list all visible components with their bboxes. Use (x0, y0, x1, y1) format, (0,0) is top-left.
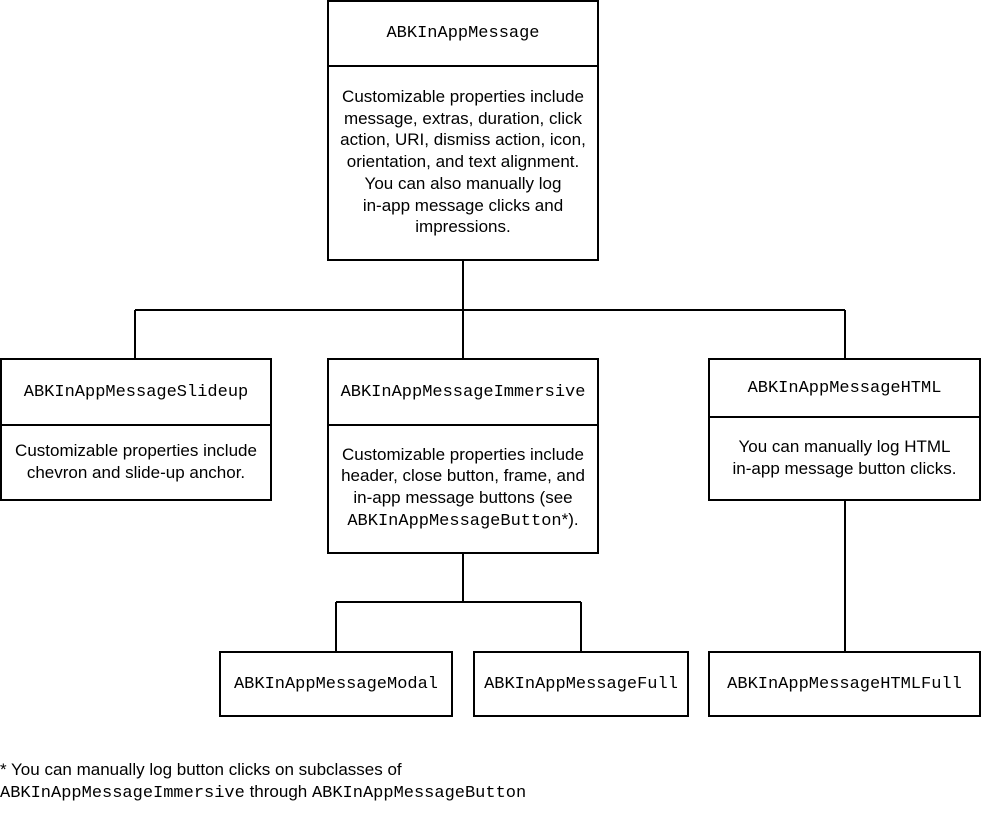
root-class-name: ABKInAppMessage (329, 2, 597, 67)
html-description: You can manually log HTML in-app message… (710, 416, 979, 499)
immersive-line-4-suffix: *). (561, 509, 579, 529)
modal-class-name: ABKInAppMessageModal (233, 674, 439, 694)
footnote-line-2: ABKInAppMessageImmersive through ABKInAp… (0, 781, 526, 805)
footnote: * You can manually log button clicks on … (0, 759, 526, 805)
immersive-class-name: ABKInAppMessageImmersive (329, 360, 597, 426)
htmlfull-class-name: ABKInAppMessageHTMLFull (727, 674, 962, 694)
root-line-2: message, extras, duration, click (343, 108, 583, 128)
slideup-class-name: ABKInAppMessageSlideup (2, 360, 270, 426)
full-class-box: ABKInAppMessageFull (473, 651, 689, 717)
immersive-line-4: ABKInAppMessageButton*). (341, 509, 585, 533)
slideup-line-2: chevron and slide-up anchor. (26, 462, 246, 482)
immersive-line-1: Customizable properties include (342, 444, 584, 464)
immersive-description: Customizable properties include header, … (329, 424, 597, 552)
html-line-1: You can manually log HTML (738, 437, 951, 456)
root-description: Customizable properties include message,… (329, 65, 597, 259)
modal-class-box: ABKInAppMessageModal (219, 651, 453, 717)
footnote-button-ref: ABKInAppMessageButton (311, 784, 527, 803)
htmlfull-class-box: ABKInAppMessageHTMLFull (708, 651, 981, 717)
slideup-description: Customizable properties include chevron … (2, 424, 270, 499)
full-class-name: ABKInAppMessageFull (484, 674, 678, 694)
slideup-line-1: Customizable properties include (15, 440, 257, 460)
root-line-7: impressions. (415, 217, 511, 237)
footnote-through: through (244, 782, 312, 801)
root-line-6: in-app message clicks and (362, 195, 564, 215)
immersive-button-class-ref: ABKInAppMessageButton (347, 511, 562, 531)
immersive-class-box: ABKInAppMessageImmersive Customizable pr… (327, 358, 599, 554)
html-class-box: ABKInAppMessageHTML You can manually log… (708, 358, 981, 501)
root-line-5: You can also manually log (364, 173, 562, 193)
root-line-4: orientation, and text alignment. (346, 152, 580, 172)
root-line-1: Customizable properties include (342, 87, 584, 107)
html-line-2: in-app message button clicks. (732, 458, 957, 478)
root-class-box: ABKInAppMessage Customizable properties … (327, 0, 599, 261)
html-class-name: ABKInAppMessageHTML (710, 360, 979, 418)
footnote-immersive-ref: ABKInAppMessageImmersive (0, 784, 245, 803)
immersive-line-3: in-app message buttons (see (353, 488, 573, 507)
slideup-class-box: ABKInAppMessageSlideup Customizable prop… (0, 358, 272, 501)
immersive-line-2: header, close button, frame, and (341, 466, 585, 486)
footnote-line-1: * You can manually log button clicks on … (0, 760, 402, 779)
root-line-3: action, URI, dismiss action, icon, (340, 130, 586, 150)
